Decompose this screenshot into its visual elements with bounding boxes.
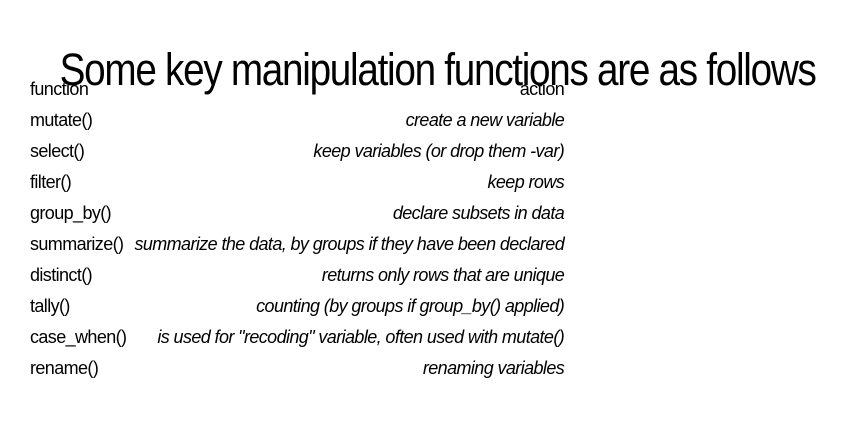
function-name: filter() — [30, 172, 72, 192]
function-name: mutate() — [30, 110, 93, 130]
table-row: select() keep variables (or drop them -v… — [30, 136, 565, 167]
action-cell: create a new variable — [134, 105, 565, 136]
function-name: rename() — [30, 358, 99, 378]
function-name: select() — [30, 141, 85, 161]
action-description: returns only rows that are unique — [321, 265, 565, 285]
action-description: summarize the data, by groups if they ha… — [134, 234, 565, 254]
function-name: summarize() — [30, 234, 124, 254]
slide-title: Some key manipulation functions are as f… — [59, 44, 817, 96]
table-body: mutate() create a new variable select() … — [30, 105, 565, 384]
action-description: create a new variable — [405, 110, 565, 130]
function-name: group_by() — [30, 203, 112, 223]
action-cell: summarize the data, by groups if they ha… — [134, 229, 564, 260]
table-row: distinct() returns only rows that are un… — [30, 260, 565, 291]
function-name: distinct() — [30, 265, 93, 285]
function-name: case_when() — [30, 327, 127, 347]
table-row: rename() renaming variables — [30, 353, 565, 384]
function-name: tally() — [30, 296, 70, 316]
table-header: function action — [30, 74, 565, 105]
action-description: counting (by groups if group_by() applie… — [256, 296, 565, 316]
action-cell: declare subsets in data — [134, 198, 565, 229]
function-cell: select() — [30, 136, 134, 167]
header-function-label: function — [30, 79, 89, 99]
table-row: mutate() create a new variable — [30, 105, 565, 136]
action-cell: is used for "recoding" variable, often u… — [134, 322, 564, 353]
function-cell: tally() — [30, 291, 134, 322]
functions-table: function action mutate() create a new va… — [30, 74, 565, 384]
action-cell: returns only rows that are unique — [134, 260, 565, 291]
function-cell: group_by() — [30, 198, 134, 229]
function-cell: rename() — [30, 353, 134, 384]
action-description: declare subsets in data — [392, 203, 565, 223]
action-description: keep variables (or drop them -var) — [313, 141, 565, 161]
table-row: filter() keep rows — [30, 167, 565, 198]
function-cell: summarize() — [30, 229, 134, 260]
table-row: group_by() declare subsets in data — [30, 198, 565, 229]
action-description: renaming variables — [422, 358, 565, 378]
action-description: is used for "recoding" variable, often u… — [157, 327, 565, 347]
action-cell: renaming variables — [134, 353, 565, 384]
action-cell: keep variables (or drop them -var) — [134, 136, 564, 167]
action-cell: counting (by groups if group_by() applie… — [134, 291, 565, 322]
action-cell: keep rows — [134, 167, 565, 198]
table-row: case_when() is used for "recoding" varia… — [30, 322, 565, 353]
header-function: function — [30, 74, 134, 105]
function-cell: case_when() — [30, 322, 134, 353]
table-row: summarize() summarize the data, by group… — [30, 229, 565, 260]
function-cell: distinct() — [30, 260, 134, 291]
action-description: keep rows — [487, 172, 565, 192]
header-action: action — [134, 74, 565, 105]
function-cell: mutate() — [30, 105, 134, 136]
table-header-row: function action — [30, 74, 565, 105]
function-cell: filter() — [30, 167, 134, 198]
header-action-label: action — [519, 79, 565, 99]
table-row: tally() counting (by groups if group_by(… — [30, 291, 565, 322]
